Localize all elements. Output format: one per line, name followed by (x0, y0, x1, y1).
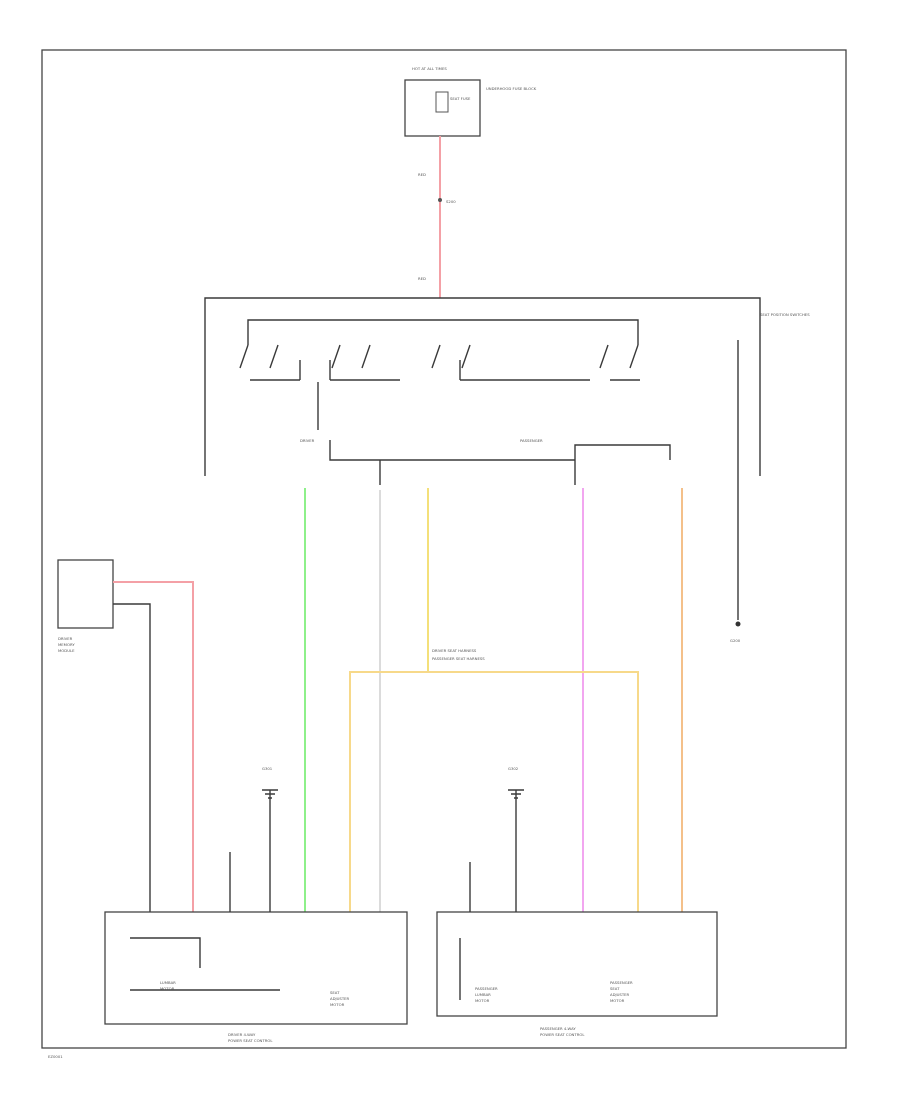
passenger-lumbar-label-1: PASSENGER (475, 986, 498, 991)
passenger-select-label: PASSENGER (520, 438, 543, 443)
driver-adjuster-label-2: ADJUSTER (330, 996, 350, 1001)
fuse-block-header: HOT AT ALL TIMES (412, 66, 447, 71)
passenger-adjuster-label-4: MOTOR (610, 998, 625, 1003)
passenger-adjuster-label-1: PASSENGER (610, 980, 633, 985)
driver-module-box (104, 911, 408, 1025)
passenger-seat-module: PASSENGER LUMBAR MOTOR PASSENGER SEAT AD… (436, 766, 718, 1037)
driver-adjuster-label-1: SEAT (330, 990, 340, 995)
passenger-module-box (436, 911, 718, 1017)
switch-assembly-label: SEAT POSITION SWITCHES (760, 312, 810, 317)
driver-lumbar-label-2: MOTOR (160, 986, 175, 991)
ground-main-label: G200 (730, 638, 741, 643)
seat-harness-bus: DRIVER SEAT HARNESS PASSENGER SEAT HARNE… (349, 648, 639, 912)
splice-dot (438, 198, 442, 202)
memory-module-line-2: MEMORY (58, 642, 75, 647)
fuse-block-box (404, 79, 481, 137)
seat-switch-assembly: SEAT POSITION SWITCHES DRIVER PASSENGER (204, 297, 810, 620)
ground-passenger-label: G302 (508, 766, 519, 771)
passenger-adjuster-label-3: ADJUSTER (610, 992, 630, 997)
harness-label-2: PASSENGER SEAT HARNESS (432, 656, 485, 661)
driver-module-title-2: POWER SEAT CONTROL (228, 1038, 273, 1043)
passenger-module-title-2: POWER SEAT CONTROL (540, 1032, 585, 1037)
passenger-module-title-1: PASSENGER 4-WAY (540, 1026, 576, 1031)
ground-driver-label: G301 (262, 766, 273, 771)
feed-wire-color-label-2: RED (418, 276, 426, 281)
driver-adjuster-label-3: MOTOR (330, 1002, 345, 1007)
memory-module: DRIVER MEMORY MODULE (57, 559, 194, 912)
passenger-lumbar-label-2: LUMBAR (475, 992, 491, 997)
fuse-block: HOT AT ALL TIMES SEAT FUSE UNDERHOOD FUS… (404, 66, 537, 137)
fuse-element (435, 91, 449, 113)
ground-symbol-passenger (508, 789, 524, 799)
feed-wire-color-label: RED (418, 172, 426, 177)
diagram-frame (41, 49, 847, 1049)
splice-label: S200 (446, 199, 456, 204)
driver-select-label: DRIVER (300, 438, 315, 443)
harness-label-1: DRIVER SEAT HARNESS (432, 648, 477, 653)
memory-module-line-3: MODULE (58, 648, 75, 653)
ground-main: G200 (730, 621, 741, 643)
diagram-footer: EZ0001 (48, 1054, 63, 1059)
memory-module-line-1: DRIVER (58, 636, 73, 641)
fuse-block-side-label: UNDERHOOD FUSE BLOCK (486, 86, 537, 91)
ground-symbol-driver (262, 789, 278, 799)
passenger-lumbar-label-3: MOTOR (475, 998, 490, 1003)
driver-seat-module: LUMBAR MOTOR SEAT ADJUSTER MOTOR DRIVER … (104, 766, 408, 1043)
passenger-adjuster-label-2: SEAT (610, 986, 620, 991)
driver-lumbar-label-1: LUMBAR (160, 980, 176, 985)
fuse-label: SEAT FUSE (450, 96, 471, 101)
memory-module-box (57, 559, 114, 629)
driver-module-title-1: DRIVER 4-WAY (228, 1032, 256, 1037)
